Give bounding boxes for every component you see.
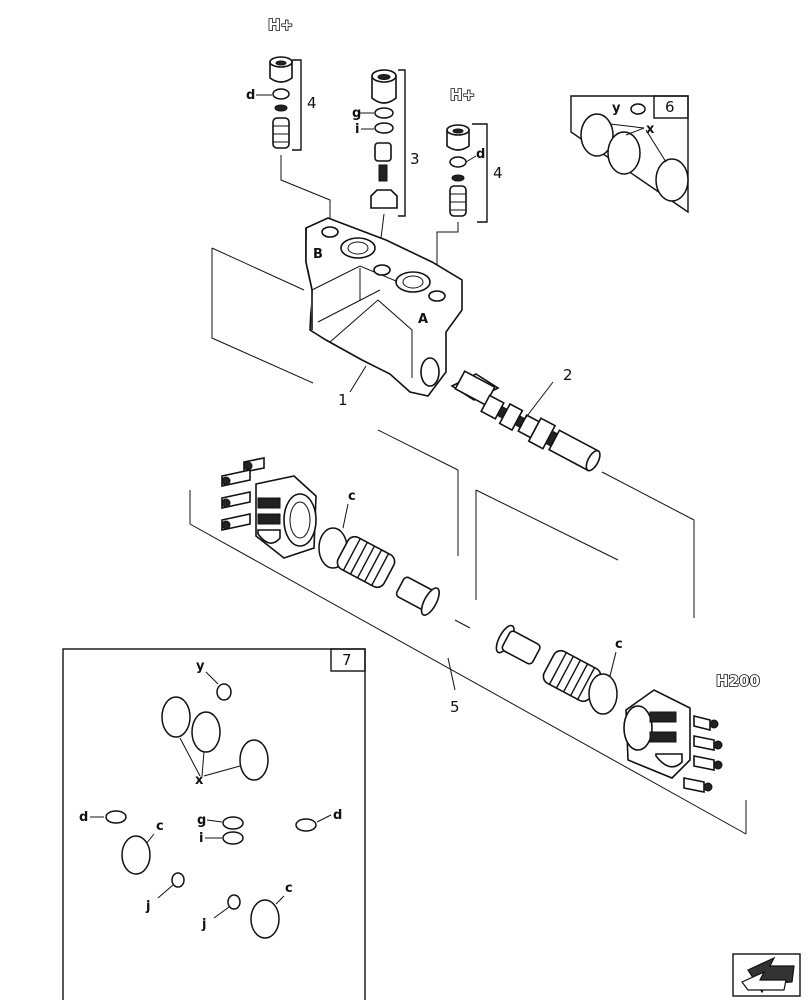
valve-body: A B 1 (211, 217, 463, 409)
label-c-top: c (348, 489, 356, 504)
svg-text:B: B (313, 247, 323, 262)
spring-left (336, 535, 396, 589)
kit7-label-j1: j (145, 899, 150, 914)
kit7-label-c2: c (285, 881, 293, 896)
end-cap-right (623, 689, 723, 793)
callout-5: 5 (450, 698, 460, 716)
label-i: i (355, 122, 359, 137)
o-ring-right (588, 673, 618, 715)
kit7-label-i: i (199, 831, 203, 846)
spring-seat-right (495, 624, 541, 665)
kit7-label-j2: j (201, 917, 206, 932)
callout-2: 2 (563, 366, 573, 384)
end-cap-left (221, 457, 317, 559)
label-c-bottom: c (615, 637, 623, 652)
relief-valve: g i 3 (352, 69, 420, 271)
callout-3: 3 (410, 150, 420, 168)
label-d-right: d (476, 147, 485, 162)
kit6-number: 6 (665, 98, 675, 116)
kit7-label-y: y (196, 659, 205, 674)
kit7-label-g: g (197, 813, 206, 828)
kit7-number: 7 (342, 651, 352, 669)
back-arrow-icon[interactable] (732, 953, 801, 997)
label-g: g (352, 106, 361, 121)
kit7-label-d-left: d (79, 810, 88, 825)
h-plus-tag-right: H+ (450, 86, 475, 104)
anticavitation-valve-left: H+ d 4 (246, 15, 331, 232)
seal-kit-box-7: 7 y x d g i d c j j c (62, 648, 366, 1000)
kit6-label-y: y (612, 101, 621, 116)
label-d-left: d (246, 88, 255, 103)
callout-4-left: 4 (307, 94, 317, 112)
seal-kit-box-6: 6 y x (570, 95, 689, 214)
kit7-label-d-right: d (333, 808, 342, 823)
spring-seat-left (395, 576, 440, 616)
kit7-label-c1: c (156, 819, 164, 834)
spring-right (542, 649, 602, 703)
kit7-label-x: x (195, 773, 204, 788)
h200-tag: H200 (716, 672, 760, 690)
spring-kit: 5 (189, 490, 747, 835)
anticavitation-valve-right: H+ d 4 (436, 85, 503, 290)
h-plus-tag-left: H+ (268, 16, 293, 34)
kit6-label-x: x (646, 122, 655, 137)
spool: 2 (377, 366, 695, 618)
callout-1: 1 (338, 391, 348, 409)
svg-text:A: A (418, 312, 428, 327)
callout-4-right: 4 (493, 164, 503, 182)
